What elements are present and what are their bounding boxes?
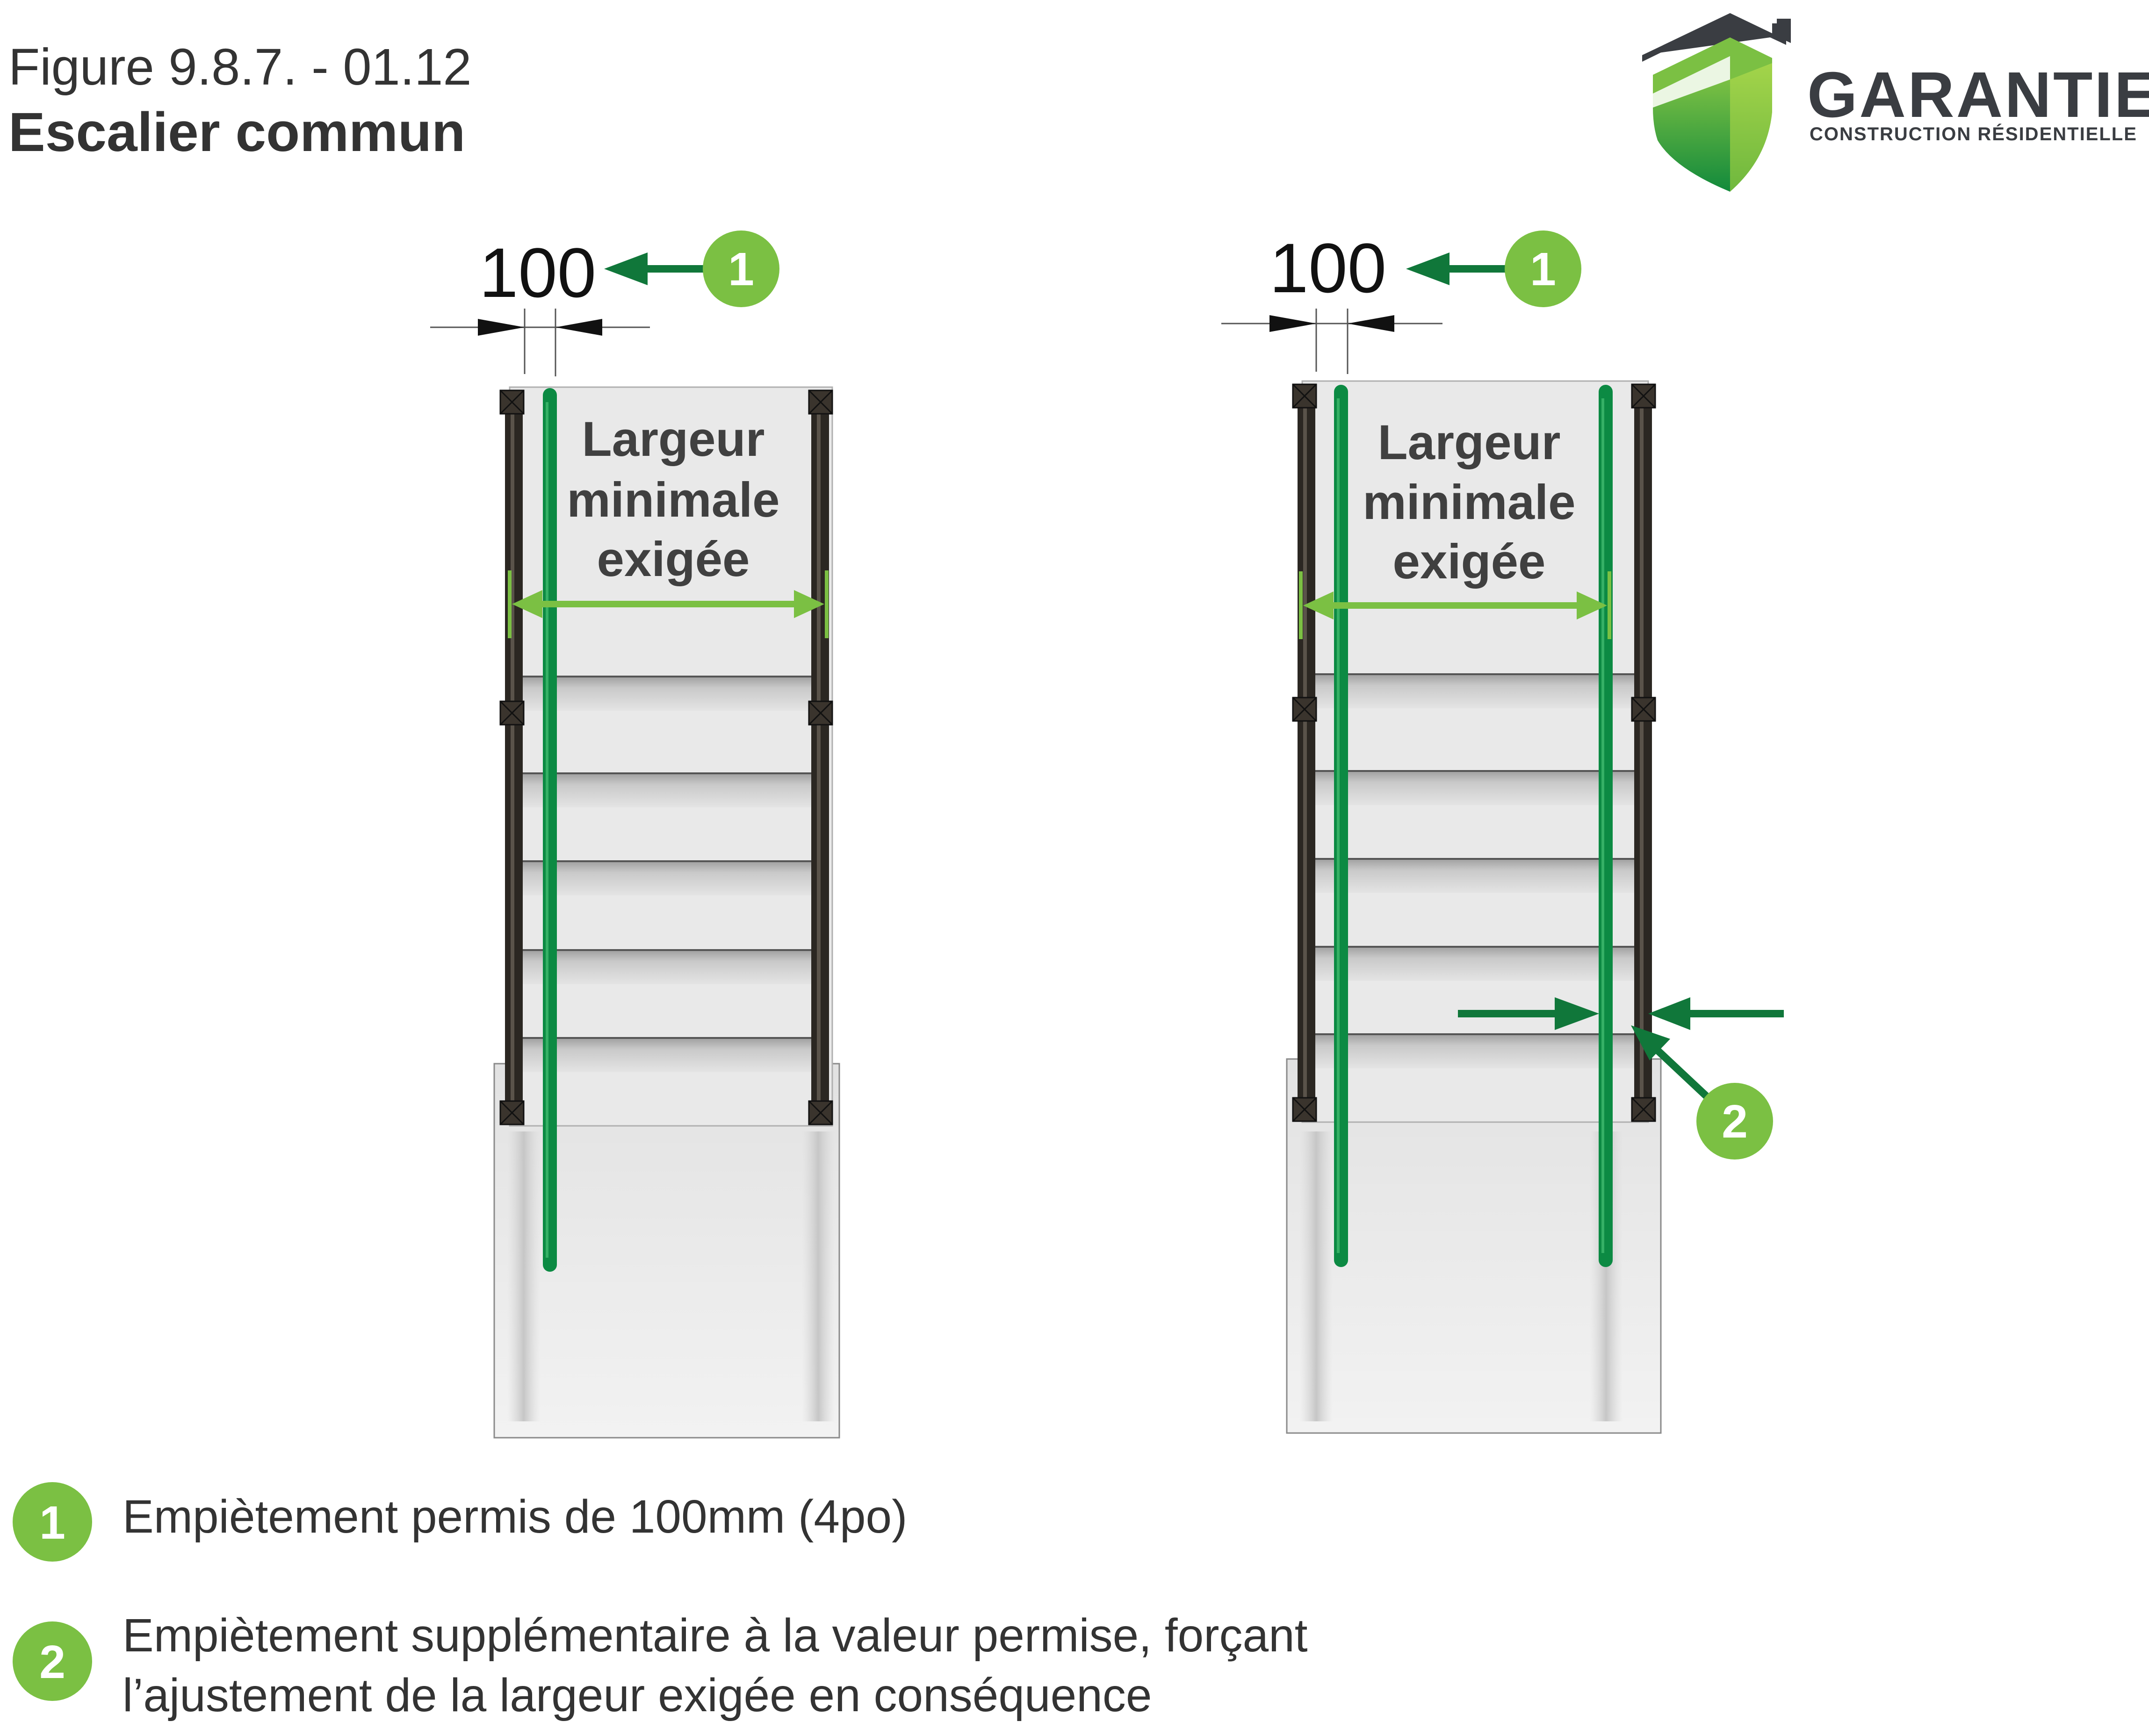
stair-steps [519,676,822,1072]
legend-badge [13,1621,92,1701]
width-dimension-arrow [508,570,829,638]
guard-frame-right [811,393,829,1122]
dimension-value: 100 [1269,229,1386,307]
legend: 1 Empiètement permis de 100mm (4po) 2 Em… [13,1482,1308,1722]
callout-number: 1 [1530,243,1556,295]
stair-step [1312,1033,1639,1068]
label-line-2: minimale [1363,475,1575,530]
legend-text: l’ajustement de la largeur exigée en con… [123,1669,1152,1722]
stair-step [519,676,822,711]
callout-number: 1 [728,243,754,295]
legend-item-2: 2 Empiètement supplémentaire à la valeur… [13,1609,1308,1722]
stair-diagram-right: Largeur minimale exigée 100 [1221,229,1784,1434]
post-cap-crosses [499,389,833,1125]
stair-step [519,860,822,895]
post-reflection [802,1131,835,1421]
legend-badge [13,1482,92,1562]
callout-badge [1505,231,1581,307]
stair-step [519,1037,822,1072]
guard-frame-right [1634,387,1652,1119]
callout-1: 1 [1406,231,1581,307]
logo-shield-icon [1642,13,1791,192]
post-reflection [1300,1131,1333,1421]
stair-step [519,949,822,984]
legend-text: Empiètement supplémentaire à la valeur p… [123,1609,1308,1662]
legend-text: Empiètement permis de 100mm (4po) [123,1491,907,1543]
label-line-3: exigée [1393,534,1546,589]
callout-badge [703,231,779,307]
figure-number: Figure 9.8.7. - 01.12 [8,38,472,96]
stair-step [1312,858,1639,893]
callout-2: 2 [1631,1025,1773,1160]
label-line-2: minimale [567,473,779,527]
callout-badge [1696,1083,1773,1160]
legend-item-1: 1 Empiètement permis de 100mm (4po) [13,1482,907,1562]
post-reflection [507,1131,540,1421]
encroachment-dimension: 100 [1221,229,1442,374]
logo-subtitle: CONSTRUCTION RÉSIDENTIELLE [1810,123,2137,144]
label-line-1: Largeur [582,412,765,467]
label-line-3: exigée [597,532,750,587]
logo: GARANTIE CONSTRUCTION RÉSIDENTIELLE [1642,13,2149,192]
stair-step [1312,673,1639,708]
stair-step [1312,770,1639,805]
stair-panel [1301,380,1649,1123]
stair-panel [509,386,833,1127]
callout-1: 1 [604,231,779,307]
encroachment-dimension: 100 [430,233,650,376]
guard-frame-left [505,393,523,1122]
required-width-label: Largeur minimale exigée [1363,415,1575,589]
post-cap-crosses [1292,383,1656,1122]
stair-step [519,772,822,807]
label-line-1: Largeur [1378,415,1561,470]
stair-steps [1312,673,1639,1068]
stair-diagram-left: Largeur minimale exigée 100 [430,231,840,1439]
figure-title: Escalier commun [8,101,466,163]
logo-name: GARANTIE [1807,59,2149,131]
legend-badge-number: 2 [39,1636,65,1688]
stair-step [1312,946,1639,981]
legend-badge-number: 1 [39,1497,65,1549]
required-width-label: Largeur minimale exigée [567,412,779,587]
callout-number: 2 [1722,1095,1748,1148]
guard-frame-left [1298,387,1315,1119]
extra-encroachment-arrows [1458,997,1784,1030]
width-dimension-arrow [1299,571,1611,639]
dimension-value: 100 [479,233,596,312]
